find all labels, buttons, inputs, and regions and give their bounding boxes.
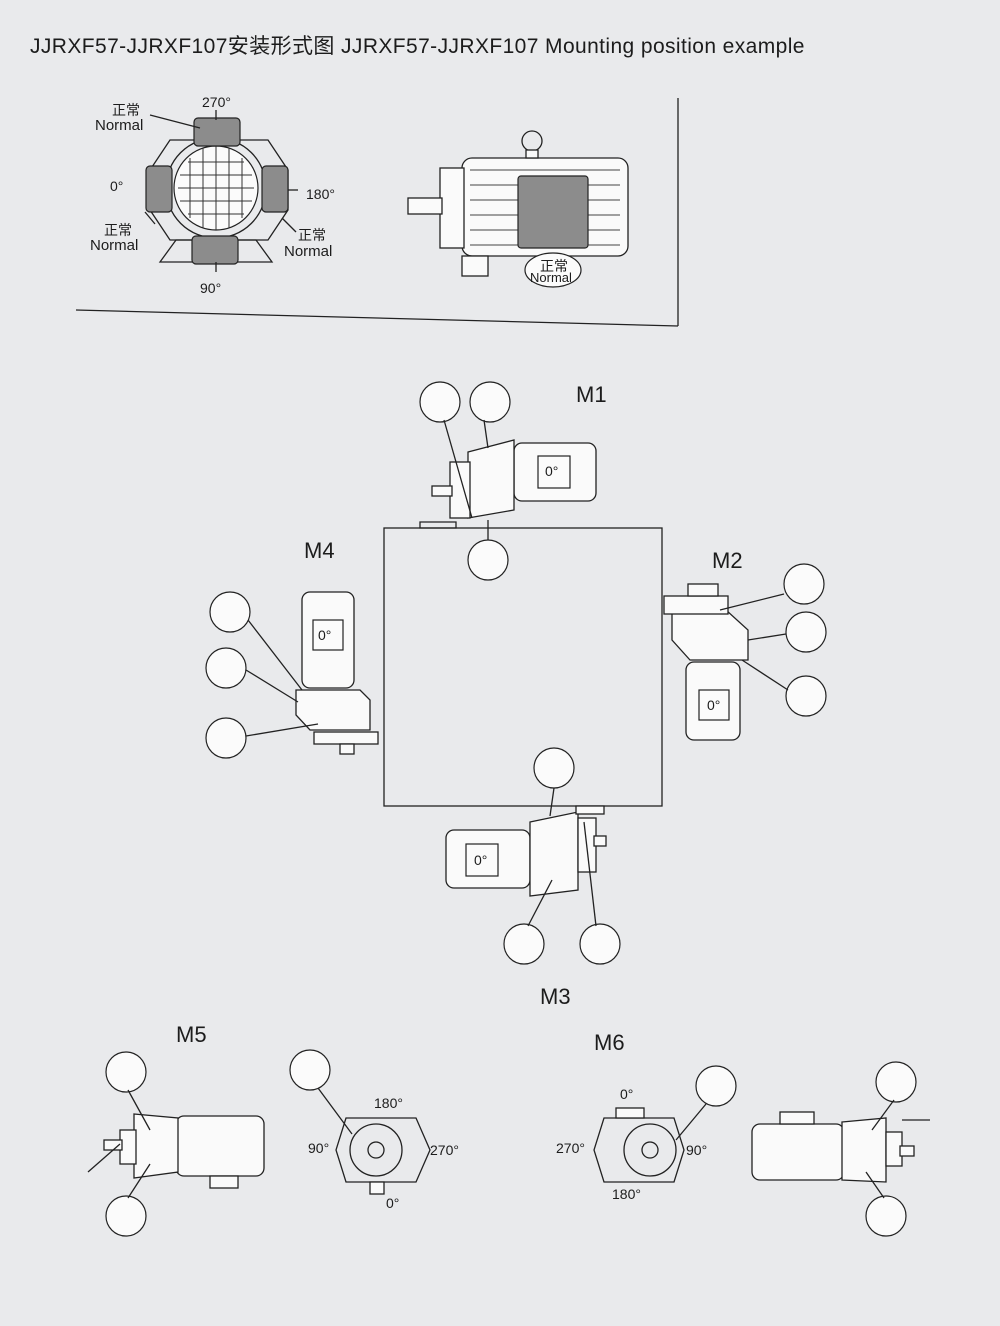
terminal-box-90: [191, 235, 239, 265]
terminal-box-frame: [75, 98, 679, 327]
position-m1-label: M1: [576, 382, 607, 407]
angle-90-label: 90°: [200, 280, 222, 296]
normal-en-label-side: Normal: [530, 270, 572, 285]
m1-box-label: 0°: [545, 463, 559, 479]
normal-cn-label-left: 正常: [104, 222, 132, 238]
normal-cn-label: 正常: [112, 102, 140, 118]
m5-angle-0: 0°: [386, 1195, 400, 1211]
m5-angle-270: 270°: [430, 1142, 459, 1158]
angle-270-label: 270°: [202, 94, 231, 110]
position-m3-label: M3: [540, 984, 571, 1009]
m1-assembly: [419, 381, 597, 581]
m6-angle-90: 90°: [686, 1142, 708, 1158]
m2-box-label: 0°: [707, 697, 721, 713]
m3-box-label: 0°: [474, 852, 488, 868]
position-m4-label: M4: [304, 538, 335, 563]
m6-assembly: [593, 1061, 930, 1237]
position-m6-label: M6: [594, 1030, 625, 1055]
terminal-box-180: [261, 165, 289, 213]
m6-angle-180: 180°: [612, 1186, 641, 1202]
m5-angle-180: 180°: [374, 1095, 403, 1111]
normal-en-label-left: Normal: [90, 237, 139, 254]
m5-assembly: [87, 1049, 431, 1237]
terminal-box-0: [145, 165, 173, 213]
m5-angle-90: 90°: [308, 1140, 330, 1156]
position-m5-label: M5: [176, 1022, 207, 1047]
m4-assembly: [205, 591, 379, 759]
terminal-box-270: [193, 117, 241, 147]
normal-en-label: Normal: [95, 117, 144, 134]
mounting-wall: [383, 527, 663, 807]
m2-assembly: [663, 563, 827, 741]
position-m2-label: M2: [712, 548, 743, 573]
motor-end-view: [144, 110, 298, 272]
motor-side-view: [407, 130, 629, 288]
normal-en-label-right: Normal: [284, 243, 333, 260]
page-title: JJRXF57-JJRXF107安装形式图 JJRXF57-JJRXF107 M…: [30, 35, 805, 58]
m6-angle-0: 0°: [620, 1086, 634, 1102]
angle-180-label: 180°: [306, 186, 335, 202]
m4-box-label: 0°: [318, 627, 332, 643]
normal-cn-label-side: 正常: [540, 258, 568, 274]
m6-angle-270: 270°: [556, 1140, 585, 1156]
normal-cn-label-right: 正常: [298, 227, 326, 243]
m3-assembly: [445, 747, 621, 965]
angle-0-label: 0°: [110, 178, 124, 194]
